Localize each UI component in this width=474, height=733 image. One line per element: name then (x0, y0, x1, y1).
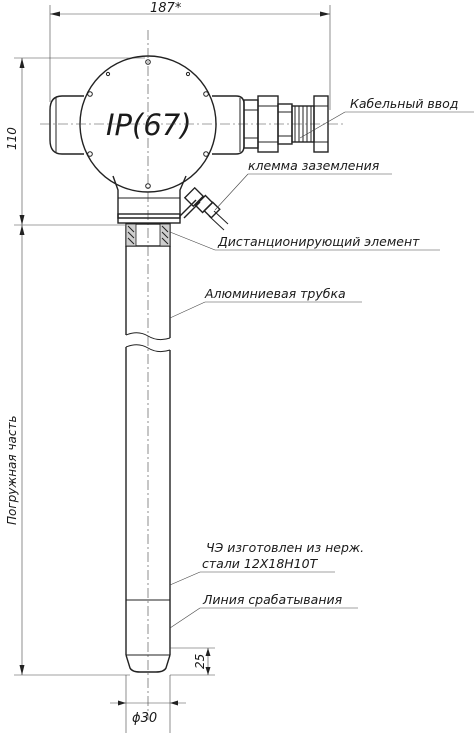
callout-aluminum-tube: Алюминиевая трубка (169, 286, 362, 319)
ground-terminal (179, 186, 229, 231)
trigger-line-label: Линия срабатывания (202, 592, 343, 607)
material-line1: ЧЭ изготовлен из нерж. (206, 540, 364, 555)
diameter-label: ϕ30 (132, 711, 157, 726)
aluminum-tube-label: Алюминиевая трубка (204, 286, 346, 301)
cable-entry-label: Кабельный ввод (350, 96, 458, 111)
callout-material: ЧЭ изготовлен из нерж. стали 12Х18Н10Т (169, 540, 364, 586)
width-dimension-label: 187* (150, 1, 182, 16)
material-line2: стали 12Х18Н10Т (202, 556, 319, 571)
cable-gland (243, 95, 329, 153)
head-height-label: 110 (5, 127, 19, 150)
diameter-dimension: ϕ30 (110, 675, 186, 733)
terminal-head: IP(67) (40, 30, 345, 720)
sensing-element (125, 599, 171, 673)
spacer-label: Дистанционирующий элемент (217, 234, 420, 249)
aluminum-tube (125, 246, 171, 600)
immersion-label: Погружная часть (5, 415, 19, 525)
ground-terminal-label: клемма заземления (248, 158, 380, 173)
immersion-dimension: Погружная часть (5, 225, 130, 676)
callout-ground-terminal: клемма заземления (214, 158, 392, 211)
tip-length-label: 25 (193, 654, 207, 669)
spacer-element (125, 223, 171, 247)
width-dimension: 187* (49, 1, 331, 110)
callout-trigger-line: Линия срабатывания (169, 592, 358, 629)
callout-cable-entry: Кабельный ввод (299, 96, 474, 139)
head-height-dimension: 110 (5, 57, 145, 226)
protection-rating: IP(67) (106, 108, 192, 142)
callout-spacer: Дистанционирующий элемент (169, 231, 440, 251)
neck (112, 175, 187, 224)
tip-length-dimension: 25 (170, 647, 215, 676)
